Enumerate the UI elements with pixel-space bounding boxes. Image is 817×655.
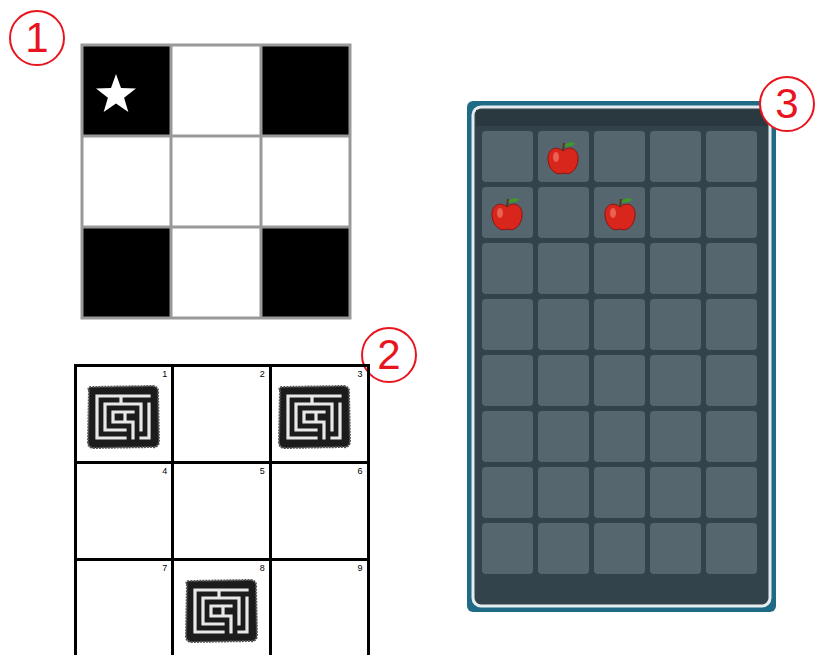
board-cell	[706, 299, 757, 350]
board-cell	[482, 355, 533, 406]
cell-number: 6	[358, 466, 363, 476]
board-cell	[706, 355, 757, 406]
grid-cell: 4	[74, 461, 175, 561]
board-cell	[482, 243, 533, 294]
maze-icons	[88, 386, 350, 642]
callout-number: 2	[377, 334, 400, 376]
grid-cell: 6	[269, 461, 370, 561]
board-cell	[482, 411, 533, 462]
board-cell	[706, 187, 757, 238]
board-cell	[706, 523, 757, 574]
board-cell	[594, 523, 645, 574]
board-cell	[706, 467, 757, 518]
board-cell	[594, 187, 645, 238]
board-cell	[650, 411, 701, 462]
board-cell	[538, 299, 589, 350]
grid-cell: 1	[74, 364, 175, 464]
board-cell	[650, 523, 701, 574]
board-cell	[482, 131, 533, 182]
callout-rings	[10, 11, 814, 382]
board-cell	[650, 187, 701, 238]
board-cell	[706, 131, 757, 182]
board-cell	[482, 467, 533, 518]
board-cell	[650, 243, 701, 294]
board-cell	[650, 131, 701, 182]
cell-number: 3	[358, 369, 363, 379]
board-cell	[538, 355, 589, 406]
board-cell	[706, 411, 757, 462]
board-cell	[482, 187, 533, 238]
apple-board	[467, 101, 776, 612]
board-cell	[594, 411, 645, 462]
grid-cell: 5	[171, 461, 272, 561]
board-cell	[482, 523, 533, 574]
board-cell	[538, 187, 589, 238]
board-cell	[538, 523, 589, 574]
star-grid	[82, 45, 350, 318]
board-cell	[482, 299, 533, 350]
board-cell	[706, 243, 757, 294]
grid-cell: 7	[74, 558, 175, 655]
board-cell	[650, 299, 701, 350]
star	[96, 74, 136, 112]
cell-number: 2	[260, 369, 265, 379]
board-cell	[538, 411, 589, 462]
grid-cell: 9	[269, 558, 370, 655]
cell-number: 7	[162, 563, 167, 573]
cell-number: 1	[162, 369, 167, 379]
callout-number: 3	[775, 83, 798, 125]
board-cell	[538, 131, 589, 182]
board-cell	[538, 467, 589, 518]
board-cell	[650, 467, 701, 518]
board-cell	[650, 355, 701, 406]
board-cell	[594, 299, 645, 350]
grid-cell: 3	[269, 364, 370, 464]
board-cell	[594, 131, 645, 182]
grid-cell: 8	[171, 558, 272, 655]
board-cell	[594, 355, 645, 406]
cell-number: 9	[358, 563, 363, 573]
cell-number: 8	[260, 563, 265, 573]
board-cell	[538, 243, 589, 294]
board-cell	[594, 243, 645, 294]
grid-cell: 2	[171, 364, 272, 464]
board-cell	[594, 467, 645, 518]
cell-number: 5	[260, 466, 265, 476]
callout-number: 1	[25, 17, 48, 59]
cell-number: 4	[162, 466, 167, 476]
